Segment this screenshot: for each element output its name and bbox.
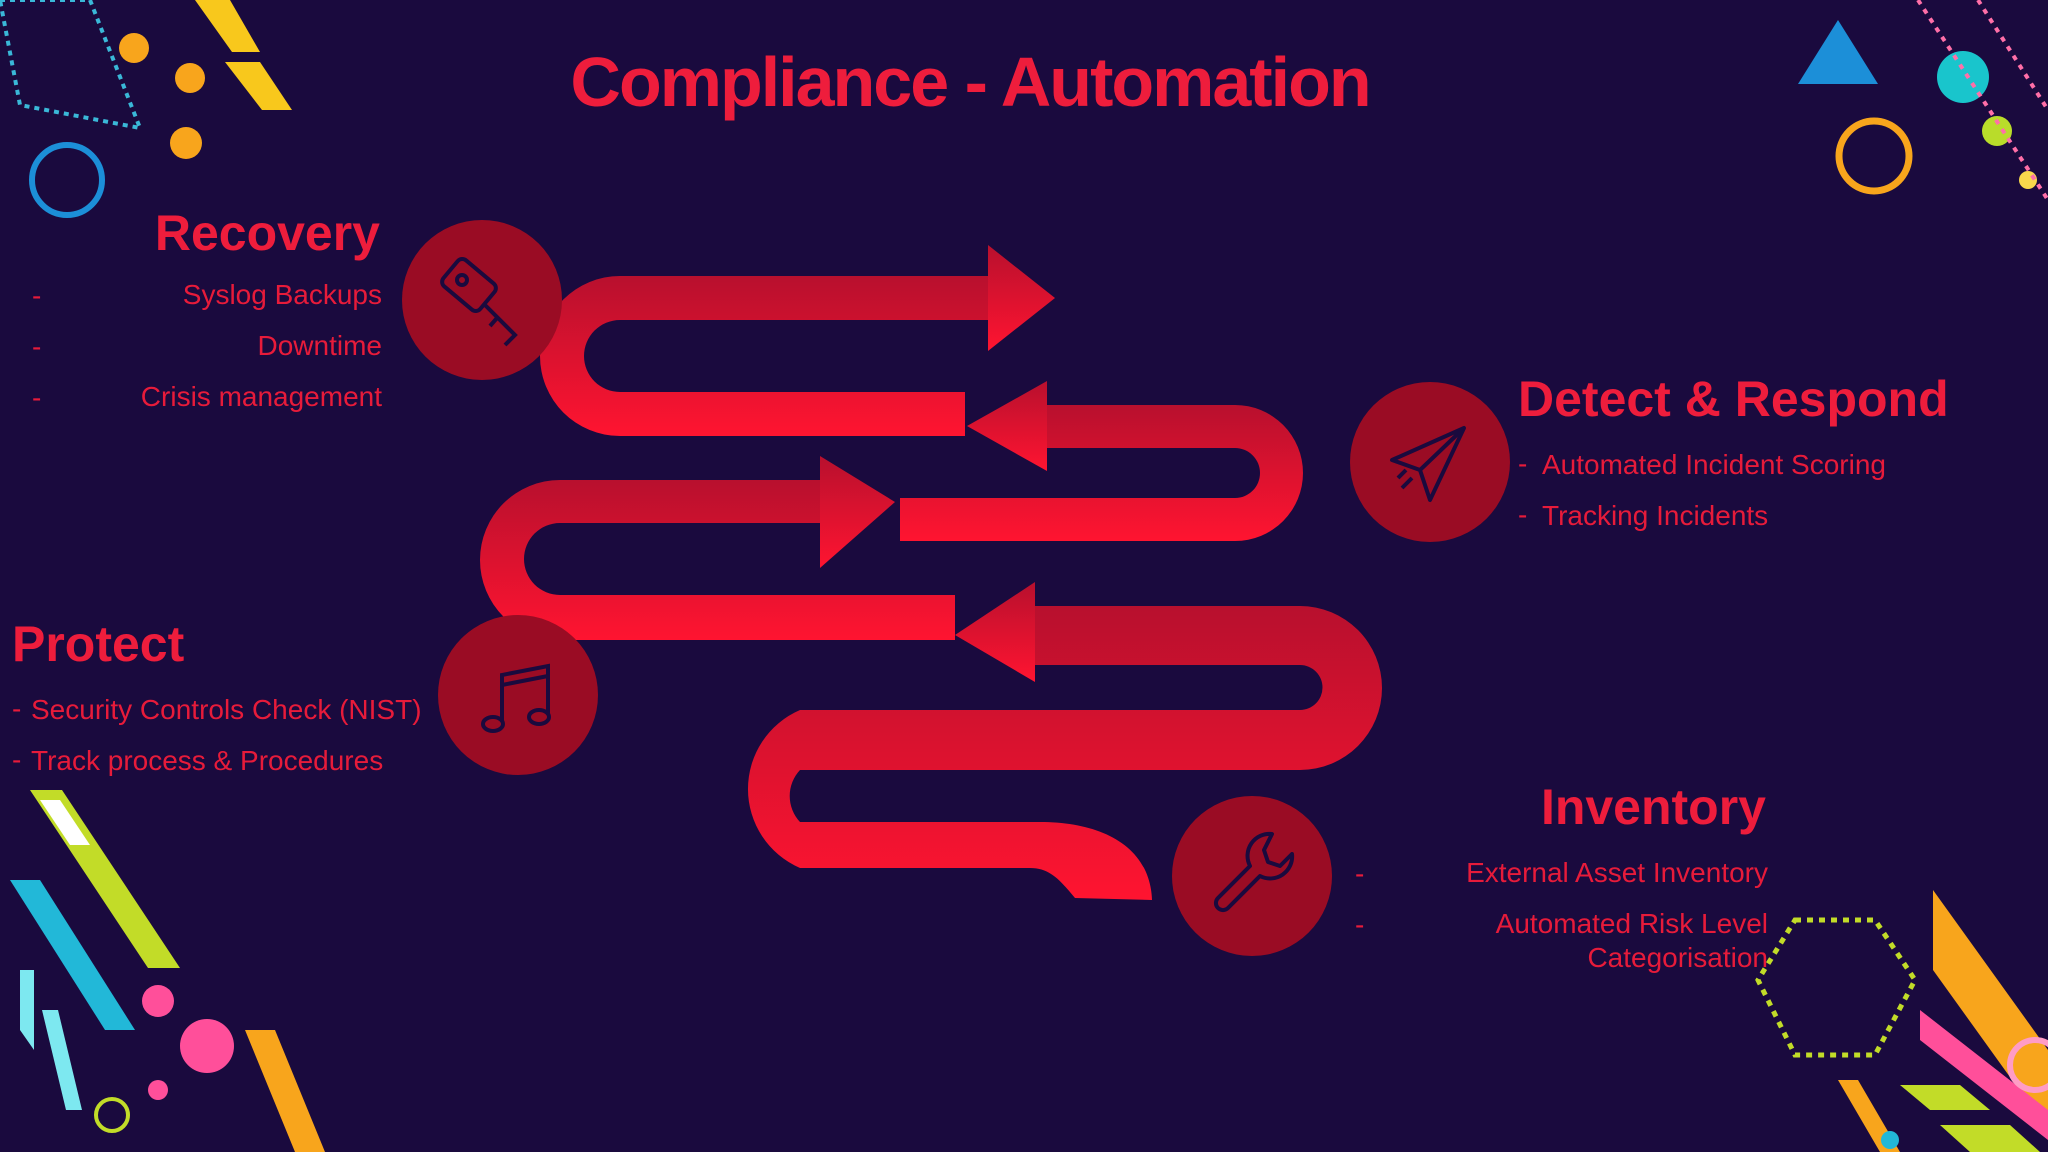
key-icon [440,257,518,347]
flow-arrow-3 [820,456,895,568]
flow-segment-4 [747,606,1382,900]
flow-arrow-2 [967,381,1047,471]
music-note-icon [481,663,551,733]
page-title: Compliance - Automation [570,43,1371,121]
detect-item-2: Tracking Incidents [1542,500,1769,531]
flow-segment-2 [900,405,1303,541]
recovery-item-1: Syslog Backups [182,279,382,310]
recovery-heading: Recovery [154,205,380,261]
recovery-bullet-1: - [32,280,42,311]
recovery-item-2: Downtime [257,330,382,361]
wrench-icon-badge [1172,796,1332,956]
protect-bullet-1: - [12,693,22,724]
protect-item-1: Security Controls Check (NIST) [31,694,422,725]
paper-plane-icon-badge [1350,382,1510,542]
decor-top-left [0,0,292,218]
inventory-bullet-2: - [1355,909,1365,940]
detect-bullet-1: - [1518,448,1528,479]
detect-item-1: Automated Incident Scoring [1542,449,1886,480]
inventory-item-2-continued: Categorisation [1587,942,1768,973]
protect-bullet-2: - [12,744,22,775]
recovery-bullet-2: - [32,331,42,362]
decor-bottom-right [1755,890,2048,1152]
music-note-icon-badge [438,615,598,775]
decor-top-right [1798,0,2048,202]
protect-item-2: Track process & Procedures [31,745,384,776]
detect-respond-heading: Detect & Respond [1518,371,1949,427]
inventory-heading: Inventory [1540,779,1766,835]
inventory-bullet-1: - [1355,858,1365,889]
recovery-bullet-3: - [32,382,42,413]
process-flow [480,245,1382,900]
protect-heading: Protect [12,616,185,672]
flow-arrow-1 [988,245,1055,351]
inventory-item-2: Automated Risk Level [1495,908,1768,939]
paper-plane-icon [1390,426,1466,502]
decor-bottom-left [10,790,325,1152]
flow-segment-1 [540,276,988,436]
key-icon-badge [402,220,562,380]
recovery-item-3: Crisis management [140,381,382,412]
wrench-icon [1213,831,1295,913]
flow-arrow-4 [955,582,1035,682]
inventory-item-1: External Asset Inventory [1466,857,1768,888]
flow-segment-3 [480,480,955,640]
detect-bullet-2: - [1518,499,1528,530]
